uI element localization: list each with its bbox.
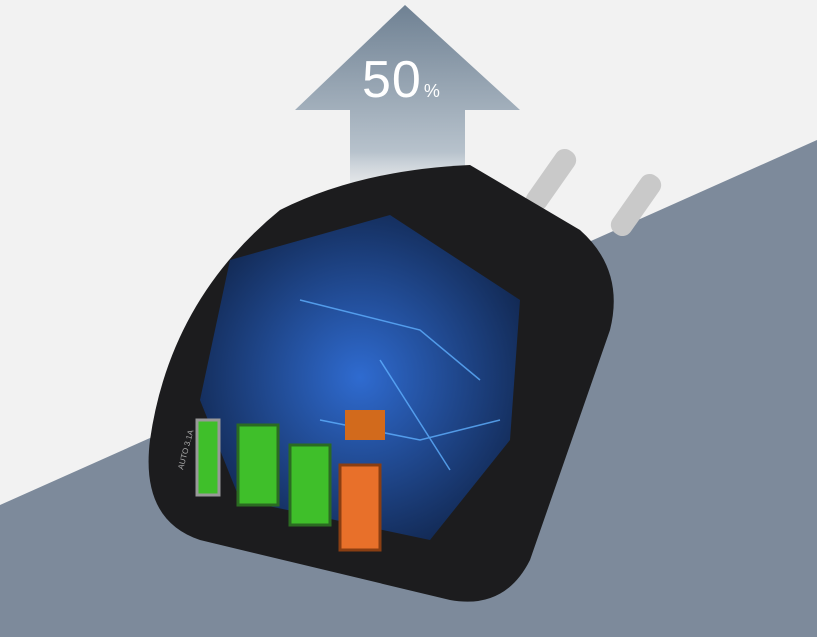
usb-port-3 bbox=[288, 443, 332, 527]
usb-port-2 bbox=[236, 423, 280, 507]
badge-unit: % bbox=[423, 81, 441, 101]
up-arrow bbox=[295, 5, 520, 215]
badge-value: 50 bbox=[362, 51, 422, 109]
eu-plug-pins bbox=[525, 148, 662, 237]
circuit-board bbox=[200, 215, 520, 540]
usb-port-4 bbox=[338, 463, 382, 552]
efficiency-badge: 50% bbox=[362, 50, 441, 110]
usb-port-1 bbox=[195, 418, 221, 497]
transformer-chip bbox=[345, 410, 385, 440]
